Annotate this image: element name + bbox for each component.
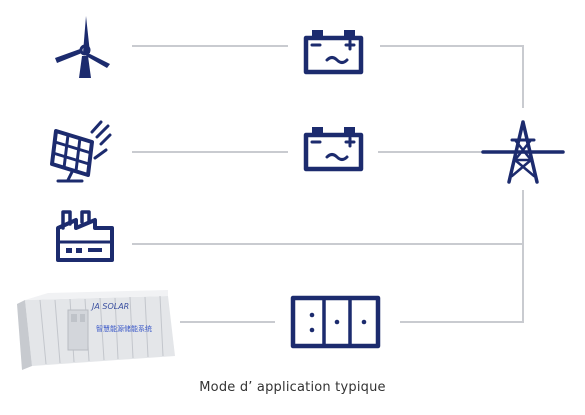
- battery-icon-top: [303, 30, 364, 75]
- container-brand: JA SOLAR: [90, 302, 129, 311]
- line-cabinet-to-tower: [400, 244, 524, 323]
- solar-panel-icon: [50, 120, 112, 183]
- cabinet-icon: [290, 295, 381, 349]
- storage-container-image: JA SOLAR 智慧能源储能系统: [17, 290, 175, 370]
- wind-turbine-icon: [55, 16, 110, 78]
- connector-lines: [132, 45, 524, 323]
- factory-icon: [56, 210, 114, 262]
- line-factory-to-tower: [132, 190, 524, 245]
- transmission-tower-icon: [481, 120, 565, 184]
- container-panel-text: 智慧能源储能系统: [96, 324, 152, 333]
- battery-icon-middle: [303, 127, 364, 172]
- line-battery1-to-tower: [380, 45, 524, 108]
- diagram-caption: Mode d’ application typique: [199, 380, 386, 395]
